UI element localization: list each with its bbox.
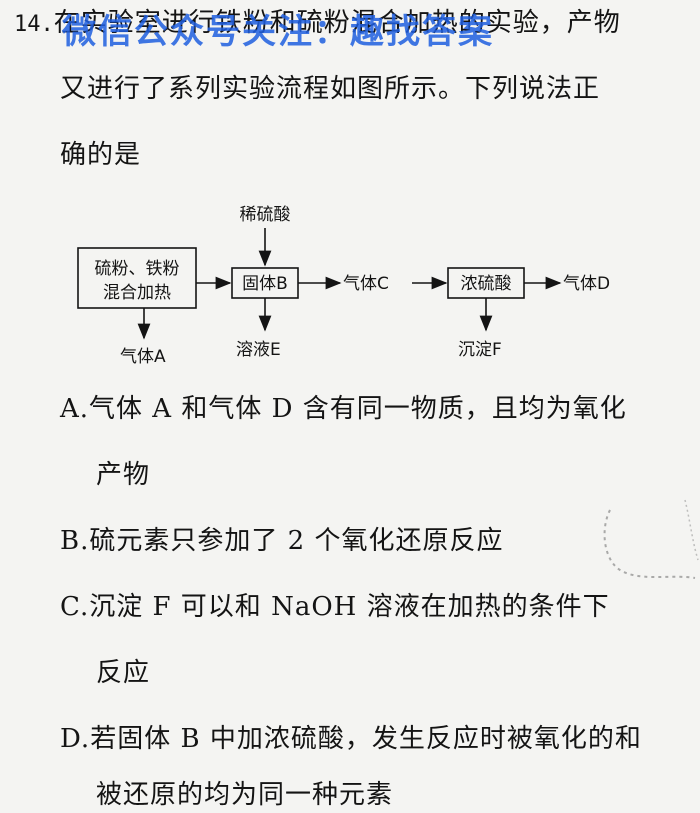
option-a-line-2: 产物 bbox=[96, 460, 151, 490]
start-box-line-1: 硫粉、铁粉 bbox=[95, 259, 180, 279]
solid-b-label: 固体B bbox=[242, 274, 288, 294]
option-b-text-1: 硫元素只参加了 2 个氧化还原反应 bbox=[89, 526, 504, 556]
gas-a-label: 气体A bbox=[120, 347, 166, 367]
solution-e-label: 溶液E bbox=[236, 340, 281, 360]
question-stem-line-2: 又进行了系列实验流程如图所示。下列说法正 bbox=[60, 74, 601, 104]
watermark-text: 微信公众号关注：趣找答案 bbox=[62, 12, 494, 52]
reagent-dilute-acid: 稀硫酸 bbox=[240, 205, 291, 225]
option-a-label: A. bbox=[60, 394, 90, 424]
flow-diagram: 硫粉、铁粉 混合加热 稀硫酸 固体B 气体C 浓硫酸 气体D 气体A 溶液E 沉… bbox=[77, 205, 610, 367]
precipitate-f-label: 沉淀F bbox=[458, 340, 502, 360]
start-box-line-2: 混合加热 bbox=[103, 283, 171, 303]
question-stem-line-1: 14.在实验室进行铁粉和硫粉混合加热的实验，产物 bbox=[14, 6, 621, 42]
option-d-line-1: D.若固体 B 中加浓硫酸，发生反应时被氧化的和 bbox=[60, 722, 642, 756]
option-d-line-2: 被还原的均为同一种元素 bbox=[96, 780, 394, 810]
gas-c-label: 气体C bbox=[343, 274, 389, 294]
gas-d-label: 气体D bbox=[563, 274, 610, 294]
option-b-label: B. bbox=[60, 526, 90, 556]
option-d-text-1: 若固体 B 中加浓硫酸，发生反应时被氧化的和 bbox=[90, 724, 642, 754]
option-c-label: C. bbox=[60, 592, 90, 622]
option-c-text-1: 沉淀 F 可以和 NaOH 溶液在加热的条件下 bbox=[89, 592, 610, 622]
start-box bbox=[77, 247, 197, 309]
option-c-line-1: C.沉淀 F 可以和 NaOH 溶液在加热的条件下 bbox=[60, 590, 610, 624]
stem-text-1: 在实验室进行铁粉和硫粉混合加热的实验，产物 bbox=[53, 8, 621, 38]
option-b-line-1: B.硫元素只参加了 2 个氧化还原反应 bbox=[60, 524, 503, 558]
option-d-label: D. bbox=[60, 724, 91, 754]
option-a-line-1: A.气体 A 和气体 D 含有同一物质，且均为氧化 bbox=[60, 392, 627, 426]
conc-acid-label: 浓硫酸 bbox=[461, 274, 512, 294]
option-c-line-2: 反应 bbox=[96, 658, 151, 688]
question-number: 14. bbox=[14, 12, 54, 37]
question-stem-line-3: 确的是 bbox=[60, 140, 142, 170]
scan-smudge bbox=[603, 499, 699, 579]
option-a-text-1: 气体 A 和气体 D 含有同一物质，且均为氧化 bbox=[89, 394, 627, 424]
